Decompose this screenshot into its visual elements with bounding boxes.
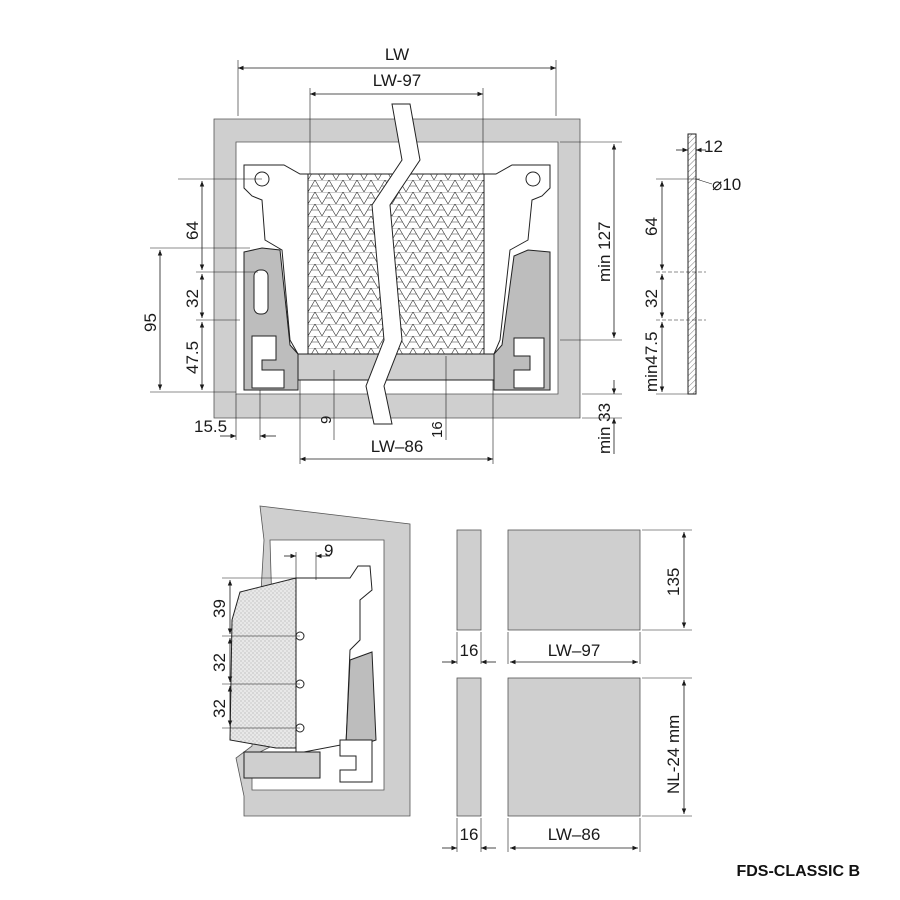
dim-lw-86: LW–86 (371, 437, 424, 456)
bottom-panel-top (297, 353, 495, 381)
dim-left-15-5: 15.5 (194, 417, 227, 436)
back-panel-edge (456, 529, 482, 631)
top-view: LW LW-97 LW–86 9 16 64 32 47.5 95 (141, 45, 741, 464)
dim-right-min33: min 33 (595, 403, 614, 454)
dim-side-9: 9 (324, 541, 333, 560)
dim-side-32b: 32 (210, 699, 229, 718)
dim-side-64: 64 (642, 217, 661, 236)
dim-bottom-lw-86: LW–86 (548, 825, 601, 844)
dim-bottom-16: 16 (460, 825, 479, 844)
dim-left-95: 95 (141, 313, 160, 332)
dim-hole-10: ⌀10 (712, 175, 741, 194)
dim-back-lw-97: LW–97 (548, 641, 601, 660)
side-panel (687, 133, 697, 395)
dim-left-47-5: 47.5 (183, 341, 202, 374)
break-band (365, 103, 421, 425)
dim-16: 16 (429, 421, 446, 438)
right-bracket-hole (525, 171, 541, 187)
right-runner-profile (513, 337, 545, 389)
bottom-panel-face (507, 677, 641, 817)
dim-back-16: 16 (460, 641, 479, 660)
cabinet-frame (213, 118, 581, 419)
dim-left-32: 32 (183, 289, 202, 308)
left-bracket (243, 164, 309, 355)
side-runner-profile (339, 739, 373, 783)
dim-panel-12: 12 (704, 137, 723, 156)
dim-side-39: 39 (210, 599, 229, 618)
dim-lw-97: LW-97 (373, 71, 422, 90)
dim-bottom-nl-24: NL-24 mm (664, 715, 683, 794)
dim-side-32: 32 (642, 289, 661, 308)
side-detail-view: 9 39 32 32 (210, 505, 411, 817)
dim-right-min127: min 127 (595, 222, 614, 282)
dim-lw: LW (385, 45, 409, 64)
side-dotted-panel (229, 577, 297, 749)
left-runner-profile (251, 335, 285, 389)
dim-left-64: 64 (183, 221, 202, 240)
side-runner (345, 651, 377, 745)
dim-side-32a: 32 (210, 653, 229, 672)
bottom-panel-edge (456, 677, 482, 817)
back-panel-face (507, 529, 641, 631)
model-label: FDS-CLASSIC B (736, 863, 860, 880)
panels-view: 16 LW–97 135 16 LW–86 NL-24 mm (442, 529, 692, 852)
dim-back-135: 135 (664, 568, 683, 596)
dim-9: 9 (318, 416, 335, 424)
right-bracket (483, 164, 551, 355)
side-bottom-panel (243, 751, 321, 779)
left-runner-slot (253, 269, 269, 315)
dim-side-min47-5: min47.5 (642, 332, 661, 392)
